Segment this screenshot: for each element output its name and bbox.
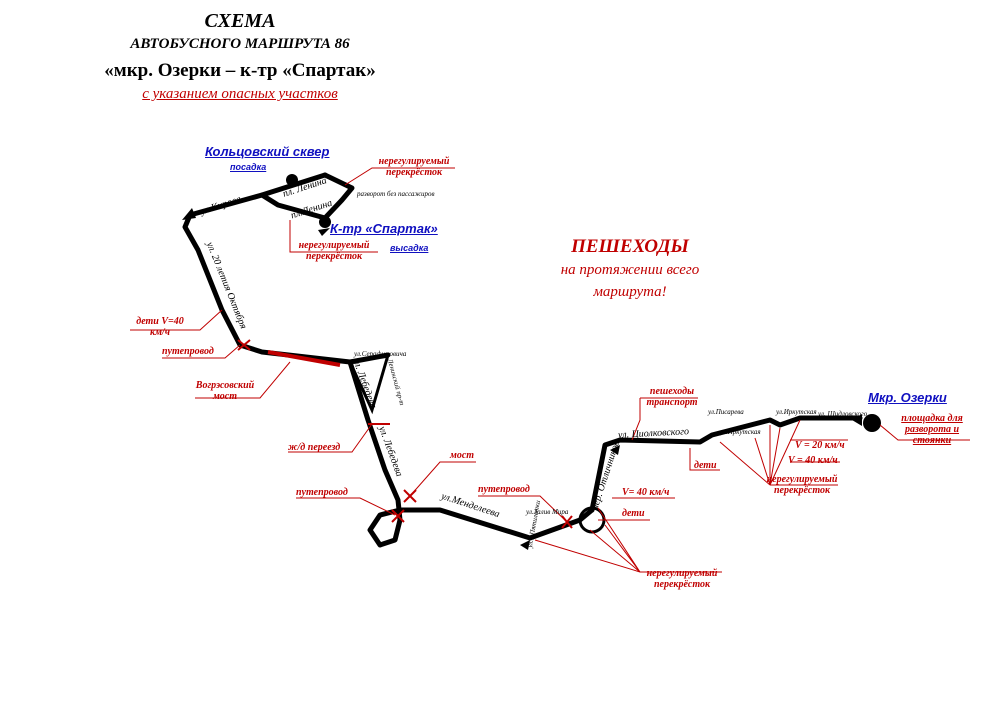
hazard-unreg-left: нерегулируемый перекрёсток	[298, 240, 370, 262]
route-line-lebedeva	[347, 359, 403, 548]
pedestrians-line3: маршрута!	[593, 284, 667, 300]
route-line-mendeleeva	[397, 507, 595, 541]
stop-ozerki-label: Мкр. Озерки	[868, 390, 947, 405]
route-line-otlichnikov	[589, 415, 863, 513]
hazard-speed20: V = 20 км/ч	[795, 440, 845, 451]
stop-posadka-label: посадка	[230, 162, 267, 172]
street-zaliv: ул.Залив Мира	[526, 508, 569, 516]
hazard-overpass3: путепровод	[478, 484, 530, 495]
street-irkutskaya2: ул.Иркутская	[776, 408, 817, 416]
stop-koltsovsky-marker	[286, 174, 298, 186]
leader-most	[409, 461, 476, 497]
header-subtitle: АВТОБУСНОГО МАРШРУТА 86	[130, 36, 350, 52]
hazard-children-speed: дети V=40 км/ч	[136, 316, 184, 338]
hazard-speed40: V= 40 км/ч	[622, 487, 670, 498]
hazard-most: мост	[450, 450, 475, 461]
leader-unreg-right	[719, 419, 838, 486]
stop-vysadka-label: высадка	[390, 243, 429, 253]
hazard-unreg-bottom: нерегулируемый перекрёсток	[646, 568, 718, 590]
leader-bridge	[195, 361, 291, 399]
leader-overpass1	[162, 344, 241, 359]
leader-children2	[689, 448, 720, 471]
hazard-ped-transport: пешеходы транспорт	[646, 386, 698, 408]
hazard-unreg-top: нерегулируемый перекрёсток	[378, 156, 450, 178]
arrow-ozerki	[852, 414, 862, 426]
route-line-lenina-loop	[259, 172, 355, 221]
hazard-speed40b: V = 40 км/ч	[788, 455, 838, 466]
hazard-unreg-right: нерегулируемый перекрёсток	[766, 474, 838, 496]
pedestrians-title: ПЕШЕХОДЫ	[571, 236, 689, 257]
arrow-mendeleeva	[520, 540, 530, 550]
leader-railway	[288, 423, 373, 453]
stop-spartak-marker	[319, 216, 331, 228]
pedestrians-line2: на протяжении всего	[560, 262, 700, 278]
hazard-railway: ж/д переезд	[288, 442, 341, 453]
hazard-bridge-segment	[267, 350, 341, 367]
stop-turnaround-label: площадка для разворота и стоянки	[901, 413, 963, 446]
route-triangle	[347, 353, 391, 415]
hazard-overpass2-mark	[391, 509, 405, 523]
hazard-bridge: Вогрэсовский мост	[195, 380, 255, 402]
stop-ozerki-marker	[863, 414, 881, 432]
arrow-tsiolkovskogo	[610, 445, 620, 455]
street-turn-no-pass: разворот без пассажиров	[357, 190, 435, 198]
leader-unreg-bottom	[534, 507, 722, 573]
hazard-overpass1-mark	[237, 339, 251, 351]
leader-ped-transport	[631, 397, 698, 441]
arrow-kirova	[182, 208, 196, 220]
hazard-children2: дети	[694, 460, 717, 471]
leader-overpass3	[478, 495, 568, 523]
leader-overpass2	[296, 497, 396, 516]
leader-unreg-left	[289, 220, 378, 253]
leader-unreg-top	[344, 167, 455, 186]
street-shidlovskogo: ул. Шидловского	[818, 410, 868, 418]
header-route: «мкр. Озерки – к-тр «Спартак»	[104, 60, 376, 81]
street-pisareva: ул.Писарева	[708, 408, 744, 416]
street-serafimovicha: ул.Серафимовича	[354, 350, 407, 358]
leader-speed	[790, 439, 848, 463]
arrow-spartak	[318, 228, 330, 236]
stop-spartak-label: К-тр «Спартак»	[330, 221, 438, 236]
hazard-children1: дети	[622, 508, 645, 519]
leader-turnaround	[879, 424, 970, 441]
leader-children	[130, 309, 223, 331]
street-irkutskaya1: ул.Иркутская	[720, 428, 761, 436]
hazard-overpass1: путепровод	[162, 346, 214, 357]
header-note: с указанием опасных участков	[142, 86, 338, 102]
header-title: СХЕМА	[204, 10, 276, 32]
hazard-overpass2: путепровод	[296, 487, 348, 498]
stop-koltsovsky-label: Кольцовский сквер	[205, 144, 330, 159]
